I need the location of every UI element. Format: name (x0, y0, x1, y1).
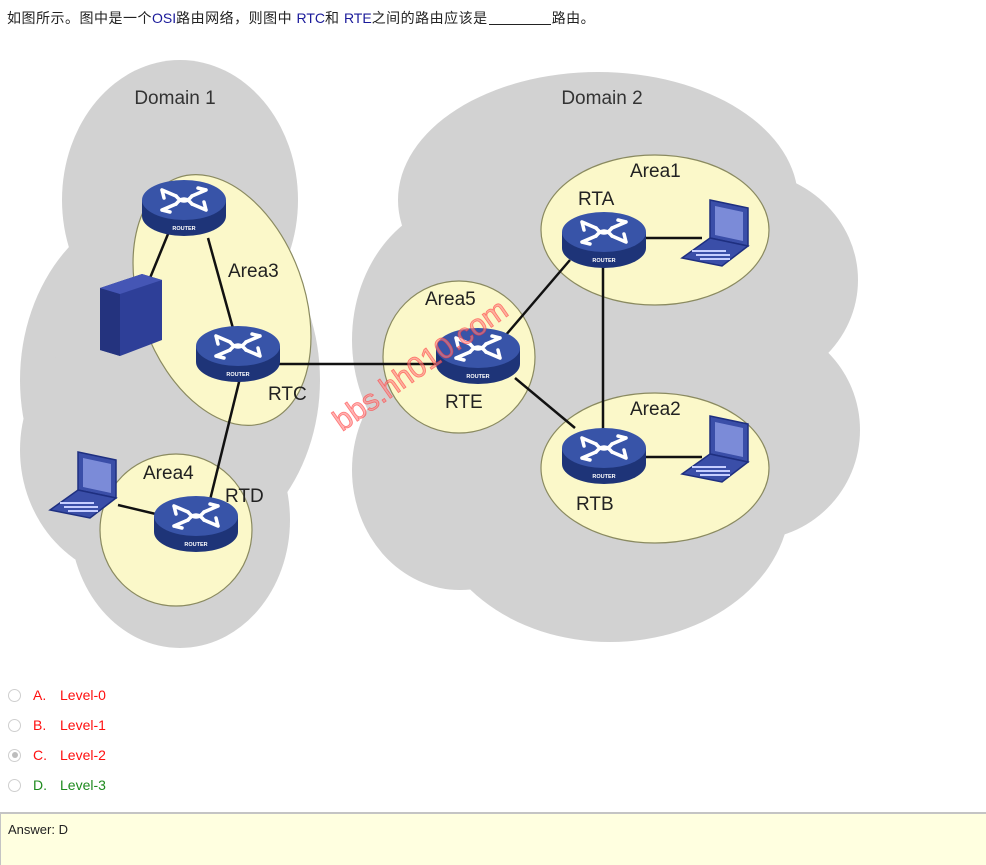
rtc-label: RTC (268, 384, 307, 405)
option-d[interactable]: D. Level-3 (8, 770, 106, 800)
network-diagram: ROUTER Domain 1 Domain 2 (20, 60, 860, 648)
question-prefix: 如图所示。图中是一个 (7, 10, 152, 26)
area-3-label: Area3 (228, 261, 279, 282)
domain-1-label: Domain 1 (134, 88, 215, 109)
question-rtc: RTC (296, 10, 326, 26)
link-rtd-laptop (117, 503, 161, 517)
option-d-label: Level-3 (60, 777, 106, 793)
option-b-label: Level-1 (60, 717, 106, 733)
option-d-letter: D. (33, 777, 47, 793)
answer-text: Answer: D (8, 822, 68, 837)
rtb-label: RTB (576, 494, 614, 515)
area-2-label: Area2 (630, 399, 681, 420)
rte-label: RTE (445, 392, 483, 413)
link-rtc-rtd (208, 377, 242, 501)
option-a[interactable]: A. Level-0 (8, 680, 106, 710)
option-c-letter: C. (33, 747, 47, 763)
rtd-label: RTD (225, 486, 264, 507)
radio-a[interactable] (8, 688, 21, 702)
router-rtb-icon (560, 426, 648, 486)
router-rta-icon (560, 210, 648, 270)
area-5-label: Area5 (425, 289, 476, 310)
router-rtc-icon (194, 324, 282, 384)
option-c[interactable]: C. Level-2 (8, 740, 106, 770)
link-rte-rta (504, 259, 571, 337)
question-mid2: 和 (325, 10, 344, 26)
link-rte-rtb (514, 377, 576, 429)
radio-d[interactable] (8, 778, 21, 792)
link-r1-server (148, 233, 170, 279)
answer-box: Answer: D (0, 812, 986, 865)
option-b-letter: B. (33, 717, 47, 733)
radio-c[interactable] (8, 748, 21, 762)
link-r1-rtc (206, 237, 236, 333)
question-text: 如图所示。图中是一个OSI路由网络，则图中 RTC和 RTE之间的路由应该是 路由… (7, 8, 595, 28)
answer-options: A. Level-0 B. Level-1 C. Level-2 D. Leve… (8, 680, 106, 800)
area-4-label: Area4 (143, 463, 194, 484)
answer-blank (488, 10, 551, 25)
question-mid3: 之间的路由应该是 (371, 10, 488, 26)
option-b[interactable]: B. Level-1 (8, 710, 106, 740)
domain-2-label: Domain 2 (561, 88, 642, 109)
rta-label: RTA (578, 189, 615, 210)
question-osi: OSI (152, 10, 177, 26)
option-a-label: Level-0 (60, 687, 106, 703)
server-icon (100, 274, 162, 356)
option-a-letter: A. (33, 687, 47, 703)
radio-b[interactable] (8, 718, 21, 732)
router-r1-icon (140, 178, 228, 238)
links (117, 233, 702, 517)
question-rte: RTE (343, 10, 372, 26)
option-c-label: Level-2 (60, 747, 106, 763)
area-1-label: Area1 (630, 161, 681, 182)
question-mid1: 路由网络，则图中 (176, 10, 297, 26)
question-suffix: 路由。 (551, 10, 596, 26)
